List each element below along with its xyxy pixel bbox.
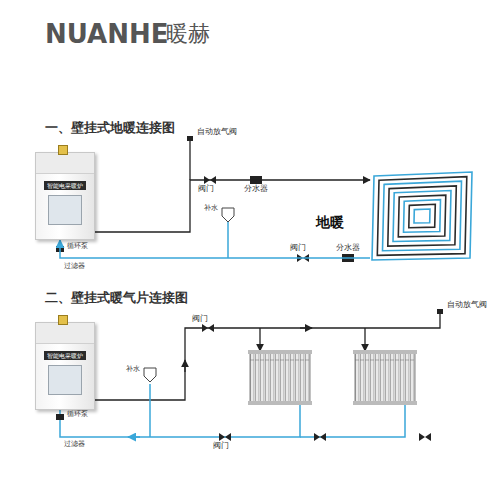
- part-label: 自动放气阀: [197, 128, 237, 137]
- area-label: 地暖: [316, 214, 344, 232]
- indicator: [58, 315, 68, 325]
- part-label: 阀门: [213, 442, 229, 451]
- part-label: 补水: [204, 205, 218, 213]
- boiler-unit: 智能电采暖炉: [35, 152, 95, 240]
- part-label: 循环泵: [67, 243, 88, 251]
- part-label: 分水器: [244, 185, 268, 194]
- boiler-top: [36, 323, 94, 344]
- tank: [222, 208, 234, 258]
- valves: [56, 176, 354, 262]
- part-label: 自动放气阀: [447, 301, 487, 310]
- part-label: 一、壁挂式地暖连接图: [45, 121, 175, 135]
- part-label: 二、壁挂式暖气片连接图: [45, 291, 188, 305]
- logo-text: NUANHE: [45, 20, 168, 49]
- boiler-top: [36, 153, 94, 174]
- part-label: 阀门: [198, 185, 214, 194]
- floor-heating: 地暖: [370, 168, 475, 264]
- control-panel: [48, 365, 82, 395]
- pipe-connector: [60, 240, 370, 258]
- air-vent: [187, 136, 193, 180]
- part-label: 补水: [126, 366, 140, 374]
- part-label: 分水器: [336, 244, 360, 253]
- radiator: [248, 350, 417, 405]
- logo-text: 暖赫: [166, 22, 210, 46]
- floor-coil: [370, 168, 475, 264]
- part-label: 过滤器: [64, 441, 85, 449]
- control-panel: [48, 195, 82, 225]
- part-label: 阀门: [192, 315, 208, 324]
- return-pipe: [60, 384, 405, 437]
- unit-name: 智能电采暖炉: [44, 351, 86, 360]
- part-label: 过滤器: [64, 263, 85, 271]
- unit-name: 智能电采暖炉: [44, 181, 86, 190]
- part-label: 阀门: [290, 244, 306, 253]
- pipe-connector: [95, 180, 370, 232]
- boiler-unit: 智能电采暖炉: [35, 322, 95, 410]
- indicator: [58, 145, 68, 155]
- part-label: 循环泵: [67, 411, 88, 419]
